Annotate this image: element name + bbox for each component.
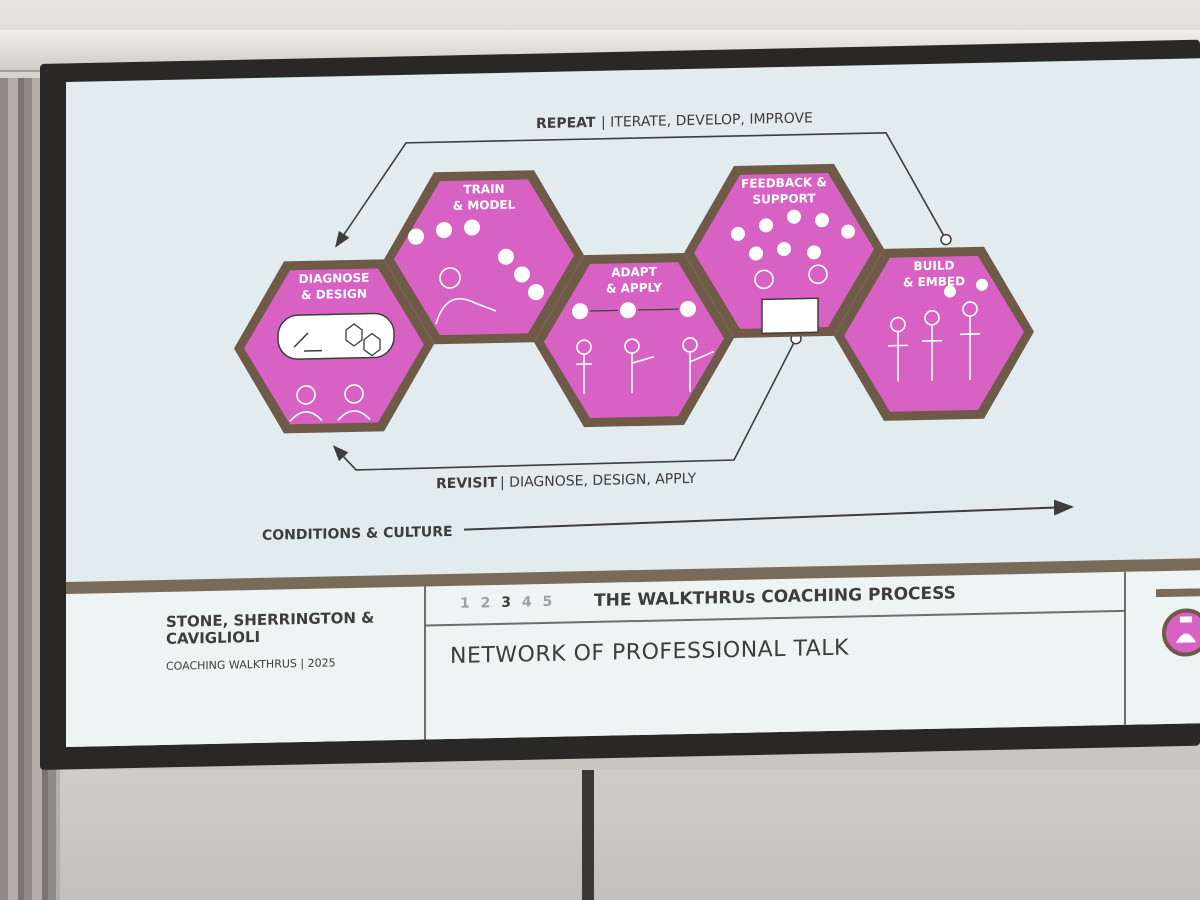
screen-pole [582, 770, 594, 900]
hex-train-model: TRAIN & MODEL [384, 170, 584, 345]
revisit-arrow [332, 338, 797, 471]
stage-4-title: FEEDBACK & [741, 175, 827, 191]
conditions-arrow [463, 499, 1074, 531]
hex-diagnose-design: DIAGNOSE & DESIGN [234, 259, 434, 434]
projected-slide: REPEAT | ITERATE, DEVELOP, IMPROVE REVIS… [66, 58, 1200, 747]
slide-footer: STONE, SHERRINGTON & CAVIGLIOLI COACHING… [66, 558, 1200, 747]
stage-5-subtitle: & EMBED [903, 274, 965, 289]
step-indicator: 1 2 3 4 5 [460, 594, 555, 612]
step-5: 5 [542, 593, 556, 611]
revisit-detail: | DIAGNOSE, DESIGN, APPLY [500, 471, 697, 491]
step-3-active: 3 [501, 594, 514, 611]
conditions-label: CONDITIONS & CULTURE [262, 524, 453, 544]
repeat-arrow-node [940, 233, 952, 246]
stage-2-title: TRAIN [463, 182, 504, 197]
stage-3-title: ADAPT [611, 265, 657, 280]
repeat-label: REPEAT [536, 115, 596, 132]
step-4: 4 [521, 594, 535, 611]
hex-build-embed: BUILD & EMBED [834, 246, 1034, 421]
stage-5-title: BUILD [914, 258, 955, 273]
hex-feedback-support: FEEDBACK & SUPPORT [684, 163, 884, 339]
step-2: 2 [480, 595, 494, 612]
wall [60, 770, 1200, 900]
stage-3-subtitle: & APPLY [606, 281, 662, 296]
walkthrus-logo-icon [1156, 587, 1200, 657]
stage-2-subtitle: & MODEL [453, 198, 516, 213]
repeat-detail: | ITERATE, DEVELOP, IMPROVE [601, 110, 813, 130]
authors: STONE, SHERRINGTON & CAVIGLIOLI [166, 608, 375, 648]
stage-1-title: DIAGNOSE [299, 271, 370, 286]
repeat-arrow [335, 132, 947, 248]
step-1: 1 [460, 595, 473, 612]
coaching-process-diagram: REPEAT | ITERATE, DEVELOP, IMPROVE REVIS… [234, 110, 1074, 544]
hex-adapt-apply: ADAPT & APPLY [534, 253, 734, 428]
revisit-label: REVISIT [436, 475, 498, 492]
stage-1-subtitle: & DESIGN [301, 287, 367, 302]
stage-4-subtitle: SUPPORT [752, 191, 816, 206]
